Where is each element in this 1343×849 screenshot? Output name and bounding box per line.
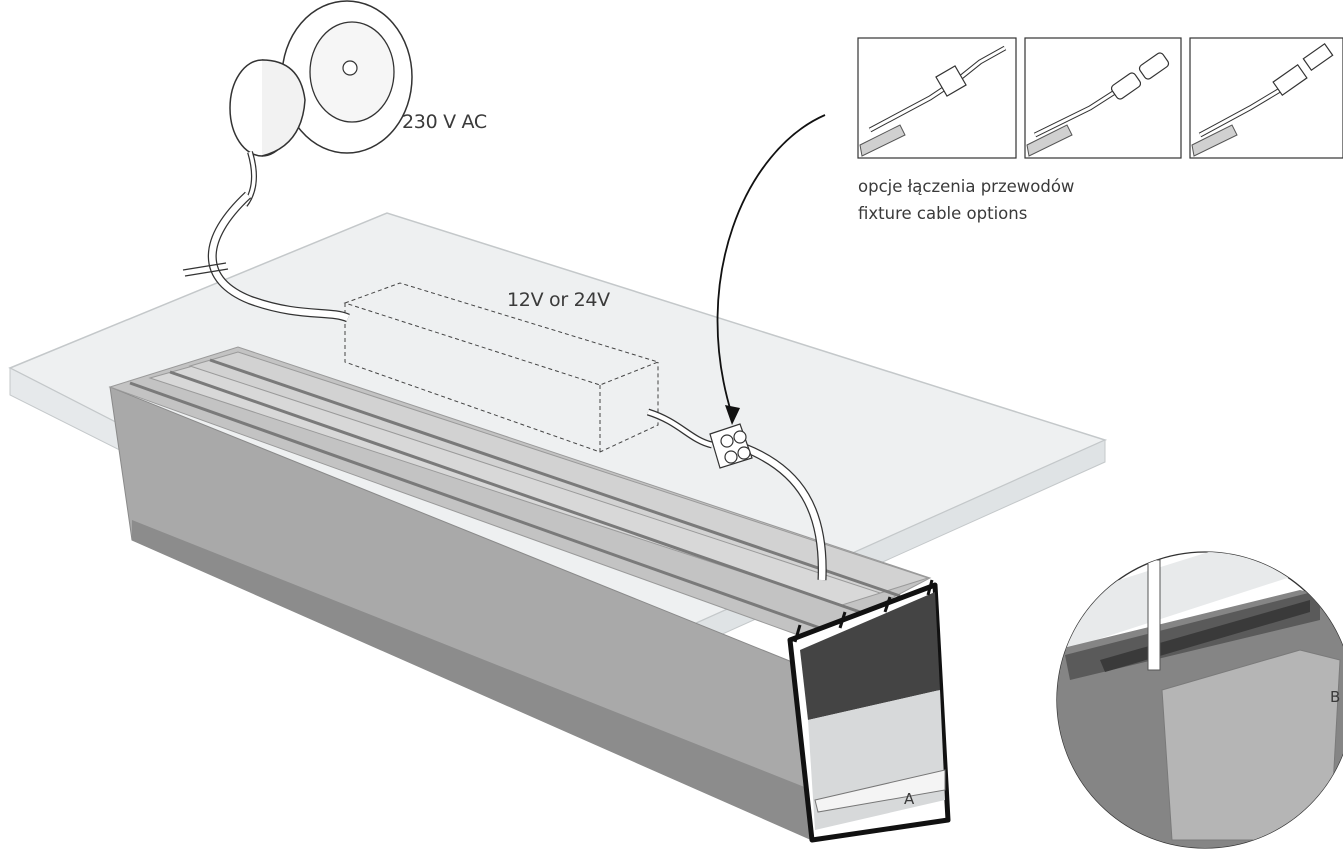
cable-option-quick-connector [1189, 37, 1343, 159]
led-profile [108, 346, 951, 843]
mains-plug [229, 59, 306, 207]
options-caption-en: fixture cable options [858, 204, 1028, 223]
terminal-block-icon [709, 423, 753, 469]
view-a-label: A [904, 790, 915, 808]
mains-voltage-label: 230 V AC [402, 111, 487, 133]
mains-cable [182, 191, 350, 323]
options-caption-pl: opcje łączenia przewodów [858, 177, 1075, 196]
output-cable [646, 408, 827, 581]
cable-option-terminal [857, 37, 1017, 159]
callout-arrow [716, 114, 826, 425]
wall-socket [281, 0, 413, 154]
end-cap-detail [1056, 551, 1343, 849]
driver-voltage-label: 12V or 24V [507, 289, 610, 311]
view-b-label: B [1330, 688, 1341, 706]
led-driver-box [343, 282, 660, 453]
cable-option-dc-plug [1024, 37, 1182, 159]
